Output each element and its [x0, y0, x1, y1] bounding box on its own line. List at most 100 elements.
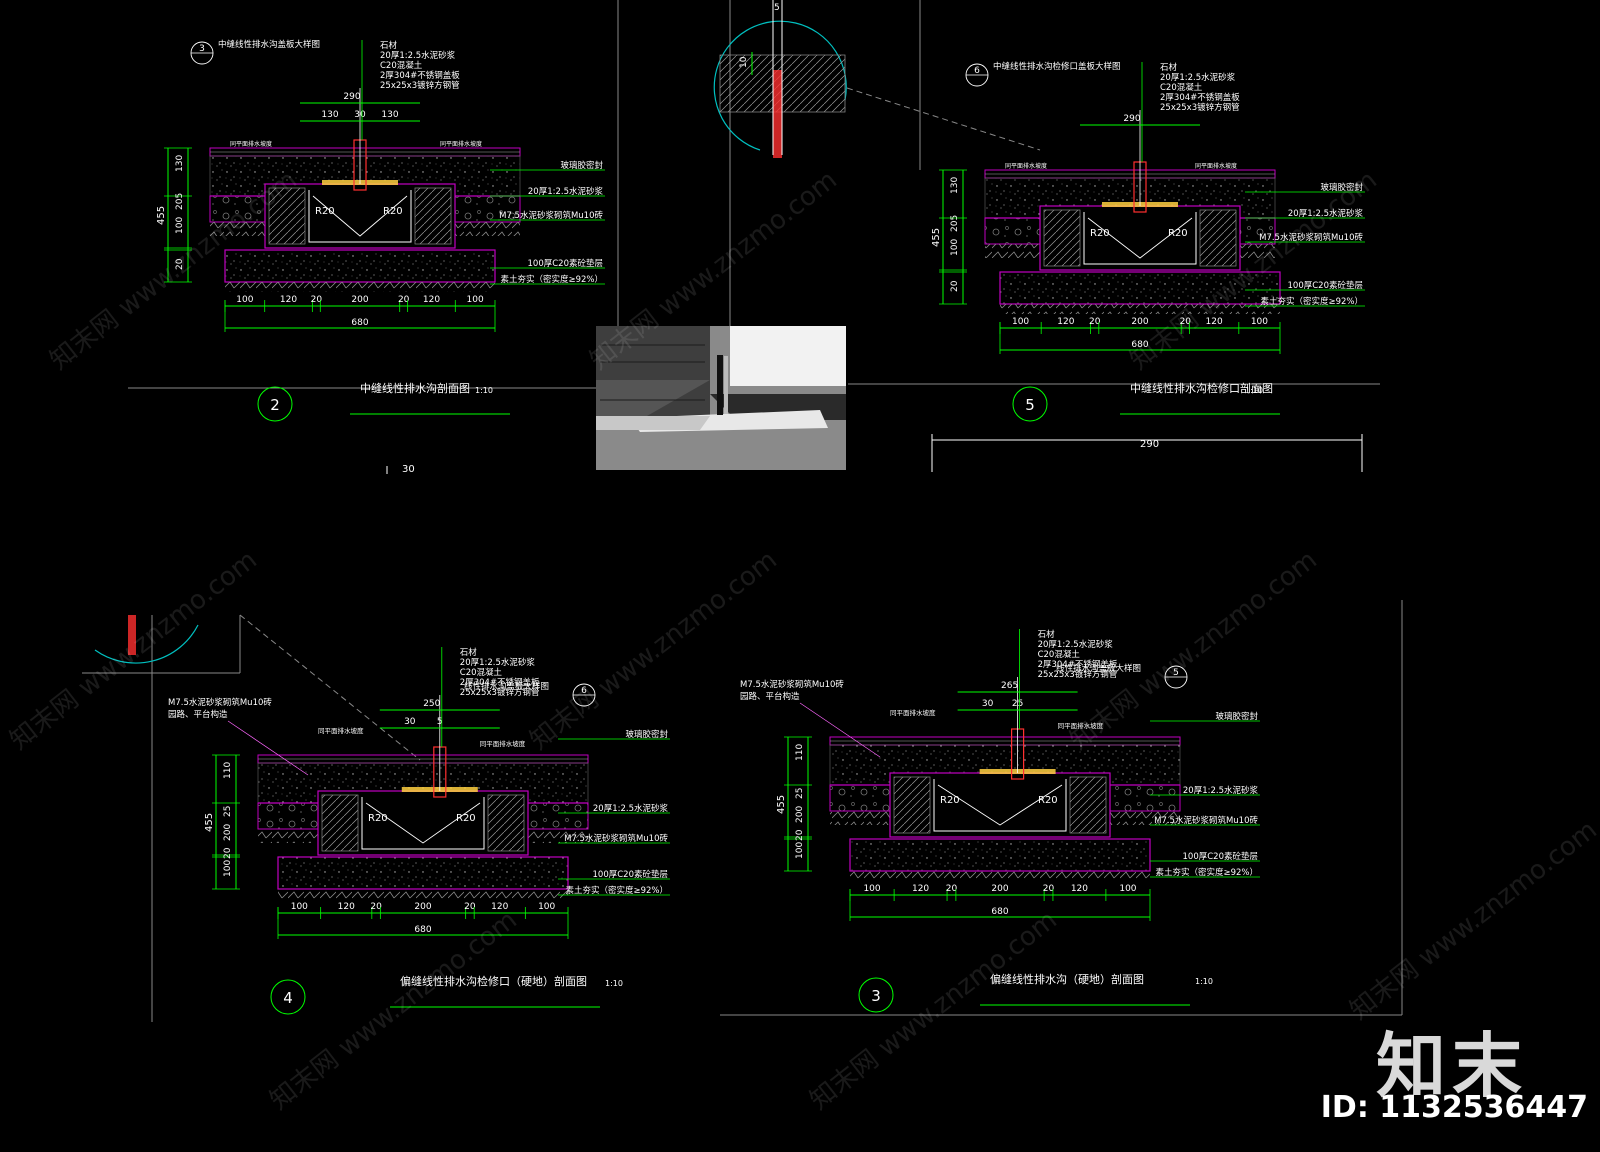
channel-v-bottom — [1087, 217, 1193, 259]
layer-note: 石材 — [460, 647, 478, 658]
width-dim: 20 — [1043, 884, 1055, 894]
ref-title: 中缝线性排水沟检修口盖板大样图 — [993, 61, 1121, 72]
width-dim: 120 — [912, 884, 929, 894]
width-dim: 120 — [1206, 317, 1223, 327]
brick-wall-left — [1043, 209, 1081, 267]
section-number-bubble — [257, 386, 293, 422]
3d-render-inset — [596, 326, 846, 470]
layer-dim: 110 — [795, 744, 805, 761]
top-dim: 290 — [343, 92, 360, 102]
layer-note: 2厚304#不锈钢盖板 — [460, 677, 540, 688]
layer-dim: 25 — [223, 806, 233, 817]
section-number-bubble — [270, 979, 306, 1015]
layer-note: C20混凝土 — [380, 60, 423, 71]
base-soil — [850, 871, 1150, 881]
base-soil — [225, 282, 495, 292]
layer-dim: 200 — [223, 824, 233, 841]
width-dim: 120 — [491, 902, 508, 912]
layer-note: 园路、平台构造 — [740, 691, 800, 702]
width-dim: 20 — [370, 902, 382, 912]
layer-note: M7.5水泥砂浆砌筑Mu10砖 — [168, 697, 272, 708]
ref-title: 线性排水沟盖板大样图 — [1056, 663, 1141, 674]
layer-note: C20混凝土 — [460, 667, 503, 678]
channel-v-bottom — [937, 784, 1063, 826]
layer-note: 园路、平台构造 — [168, 709, 228, 720]
ref-number: 6 — [974, 66, 980, 76]
long-dimension-label: 290 — [1140, 439, 1159, 450]
total-width-dim: 680 — [351, 318, 368, 328]
width-dim: 120 — [1057, 317, 1074, 327]
width-dim: 20 — [311, 295, 323, 305]
layer-dim: 100 — [950, 239, 960, 256]
circle-top-dim: 5 — [774, 3, 780, 13]
slope-note: 同平面排水坡度 — [1058, 721, 1104, 730]
section-scale: 1:10 — [1245, 386, 1263, 395]
width-dim: 100 — [863, 884, 880, 894]
width-dim: 100 — [467, 295, 484, 305]
brick-wall-left — [321, 794, 359, 852]
radius-label: R20 — [1168, 228, 1188, 239]
layer-note: 素土夯实（密实度≥92%） — [1260, 296, 1363, 307]
total-height-dim: 455 — [776, 795, 787, 814]
slope-note: 同平面排水坡度 — [1195, 162, 1237, 170]
width-dim: 120 — [338, 902, 355, 912]
ref-number: 6 — [581, 686, 587, 696]
slope-note: 同平面排水坡度 — [1005, 162, 1047, 170]
layer-dim: 130 — [950, 177, 960, 194]
layer-note: 20厚1:2.5水泥砂浆 — [1183, 785, 1259, 796]
layer-note: 玻璃胶密封 — [1215, 711, 1258, 722]
channel-trough — [308, 190, 412, 243]
brick-wall-right — [414, 187, 452, 245]
brick-wall-right — [487, 794, 525, 852]
layer-note: 2厚304#不锈钢盖板 — [380, 70, 460, 81]
layer-note: C20混凝土 — [1160, 82, 1203, 93]
layer-note: 100厚C20素砼垫层 — [1183, 851, 1258, 862]
layer-note: 2厚304#不锈钢盖板 — [1038, 659, 1118, 670]
section-number: 5 — [1025, 396, 1035, 414]
section-title: 偏缝线性排水沟检修口（硬地）剖面图 — [400, 974, 587, 988]
brick-wall-right — [1199, 209, 1237, 267]
radius-label: R20 — [456, 813, 476, 824]
layer-note: 100厚C20素砼垫层 — [593, 869, 668, 880]
base-soil — [278, 889, 568, 899]
layer-note: M7.5水泥砂浆砌筑Mu10砖 — [1259, 232, 1363, 243]
section-number: 2 — [270, 396, 280, 414]
width-dim: 200 — [414, 902, 431, 912]
width-dim: 100 — [1251, 317, 1268, 327]
layer-note: M7.5水泥砂浆砌筑Mu10砖 — [564, 833, 668, 844]
total-height-dim: 455 — [156, 206, 167, 225]
width-dim: 200 — [991, 884, 1008, 894]
slope-note: 同平面排水坡度 — [230, 140, 272, 148]
width-dim: 200 — [1131, 317, 1148, 327]
section-number-bubble — [858, 977, 894, 1013]
top-dim: 290 — [1123, 114, 1140, 124]
layer-dim: 20 — [175, 258, 185, 270]
width-dim: 120 — [423, 295, 440, 305]
layer-note: 20厚1:2.5水泥砂浆 — [380, 50, 456, 61]
layer-dim: 200 — [795, 806, 805, 823]
ref-title: 中缝线性排水沟盖板大样图 — [218, 39, 320, 50]
width-dim: 100 — [236, 295, 253, 305]
ref-number: 5 — [1173, 668, 1179, 678]
top-dim: 30 — [982, 699, 994, 709]
section-scale: 1:10 — [1195, 977, 1213, 986]
layer-note: M7.5水泥砂浆砌筑Mu10砖 — [1154, 815, 1258, 826]
layer-note: 20厚1:2.5水泥砂浆 — [528, 186, 604, 197]
layer-dim: 100 — [175, 217, 185, 234]
section-title: 中缝线性排水沟剖面图 — [360, 381, 470, 395]
brick-wall-right — [1069, 776, 1107, 834]
top-dim: 30 — [404, 717, 416, 727]
layer-note: 20厚1:2.5水泥砂浆 — [593, 803, 669, 814]
total-height-dim: 455 — [204, 813, 215, 832]
top-dim: 130 — [321, 110, 338, 120]
channel-v-bottom — [312, 195, 408, 237]
layer-note: 25x25x3镀锌方钢管 — [1038, 669, 1118, 680]
layer-dim: 205 — [950, 215, 960, 232]
base-pad — [849, 838, 1151, 872]
total-width-dim: 680 — [414, 925, 431, 935]
brand-logo: 知末 — [1376, 1025, 1528, 1107]
width-dim: 20 — [946, 884, 958, 894]
